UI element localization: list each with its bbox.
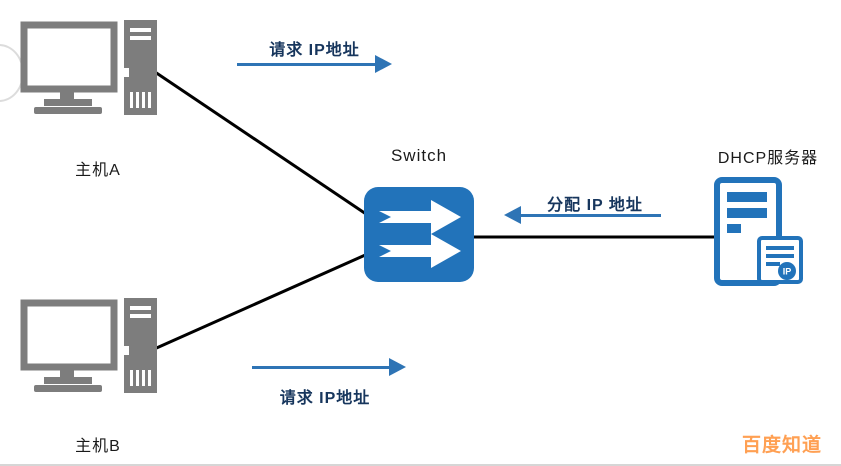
monitor-base [44,99,92,106]
dhcp-server-icon: IP [714,177,803,286]
server-bay-2 [727,208,767,218]
wire-hostb-switch [151,250,373,352]
switch-label: Switch [390,146,448,165]
tower [124,298,157,393]
assign-ip-label: 分配 IP 地址 [547,197,643,214]
switch-arrow-bottom [379,234,461,268]
tower [124,20,157,115]
monitor [20,21,118,93]
server-slot [727,224,741,233]
request-ip-arrow-top-shaft [237,63,377,66]
monitor [20,299,118,371]
wire-hosta-switch [151,68,373,220]
assign-ip-arrow-shaft [521,214,661,217]
monitor-stand [60,91,74,99]
host-a-computer-icon [20,20,157,115]
request-ip-arrow-bottom-shaft [252,366,390,369]
monitor-foot [34,107,102,114]
monitor-base [44,377,92,384]
assign-ip-arrow-head [504,206,521,224]
host-b-computer-icon [20,298,157,393]
switch-icon [364,187,474,282]
host-b-label: 主机B [75,438,121,455]
monitor-foot [34,385,102,392]
dhcp-server-label: DHCP服务器 [717,150,819,167]
server-bay-1 [727,192,767,202]
switch-body [364,187,474,282]
watermark: 百度知道 [742,435,823,456]
request-ip-arrow-bottom-head [389,358,406,376]
ip-badge-circle [778,262,796,280]
request-ip-arrow-top-head [375,55,392,73]
ip-badge-text: IP [783,267,792,277]
request-ip-label-bottom: 请求 IP地址 [279,390,371,407]
monitor-stand [60,369,74,377]
host-a-label: 主机A [75,162,121,179]
request-ip-label-top: 请求 IP地址 [269,42,360,59]
switch-arrow-top [379,200,461,234]
